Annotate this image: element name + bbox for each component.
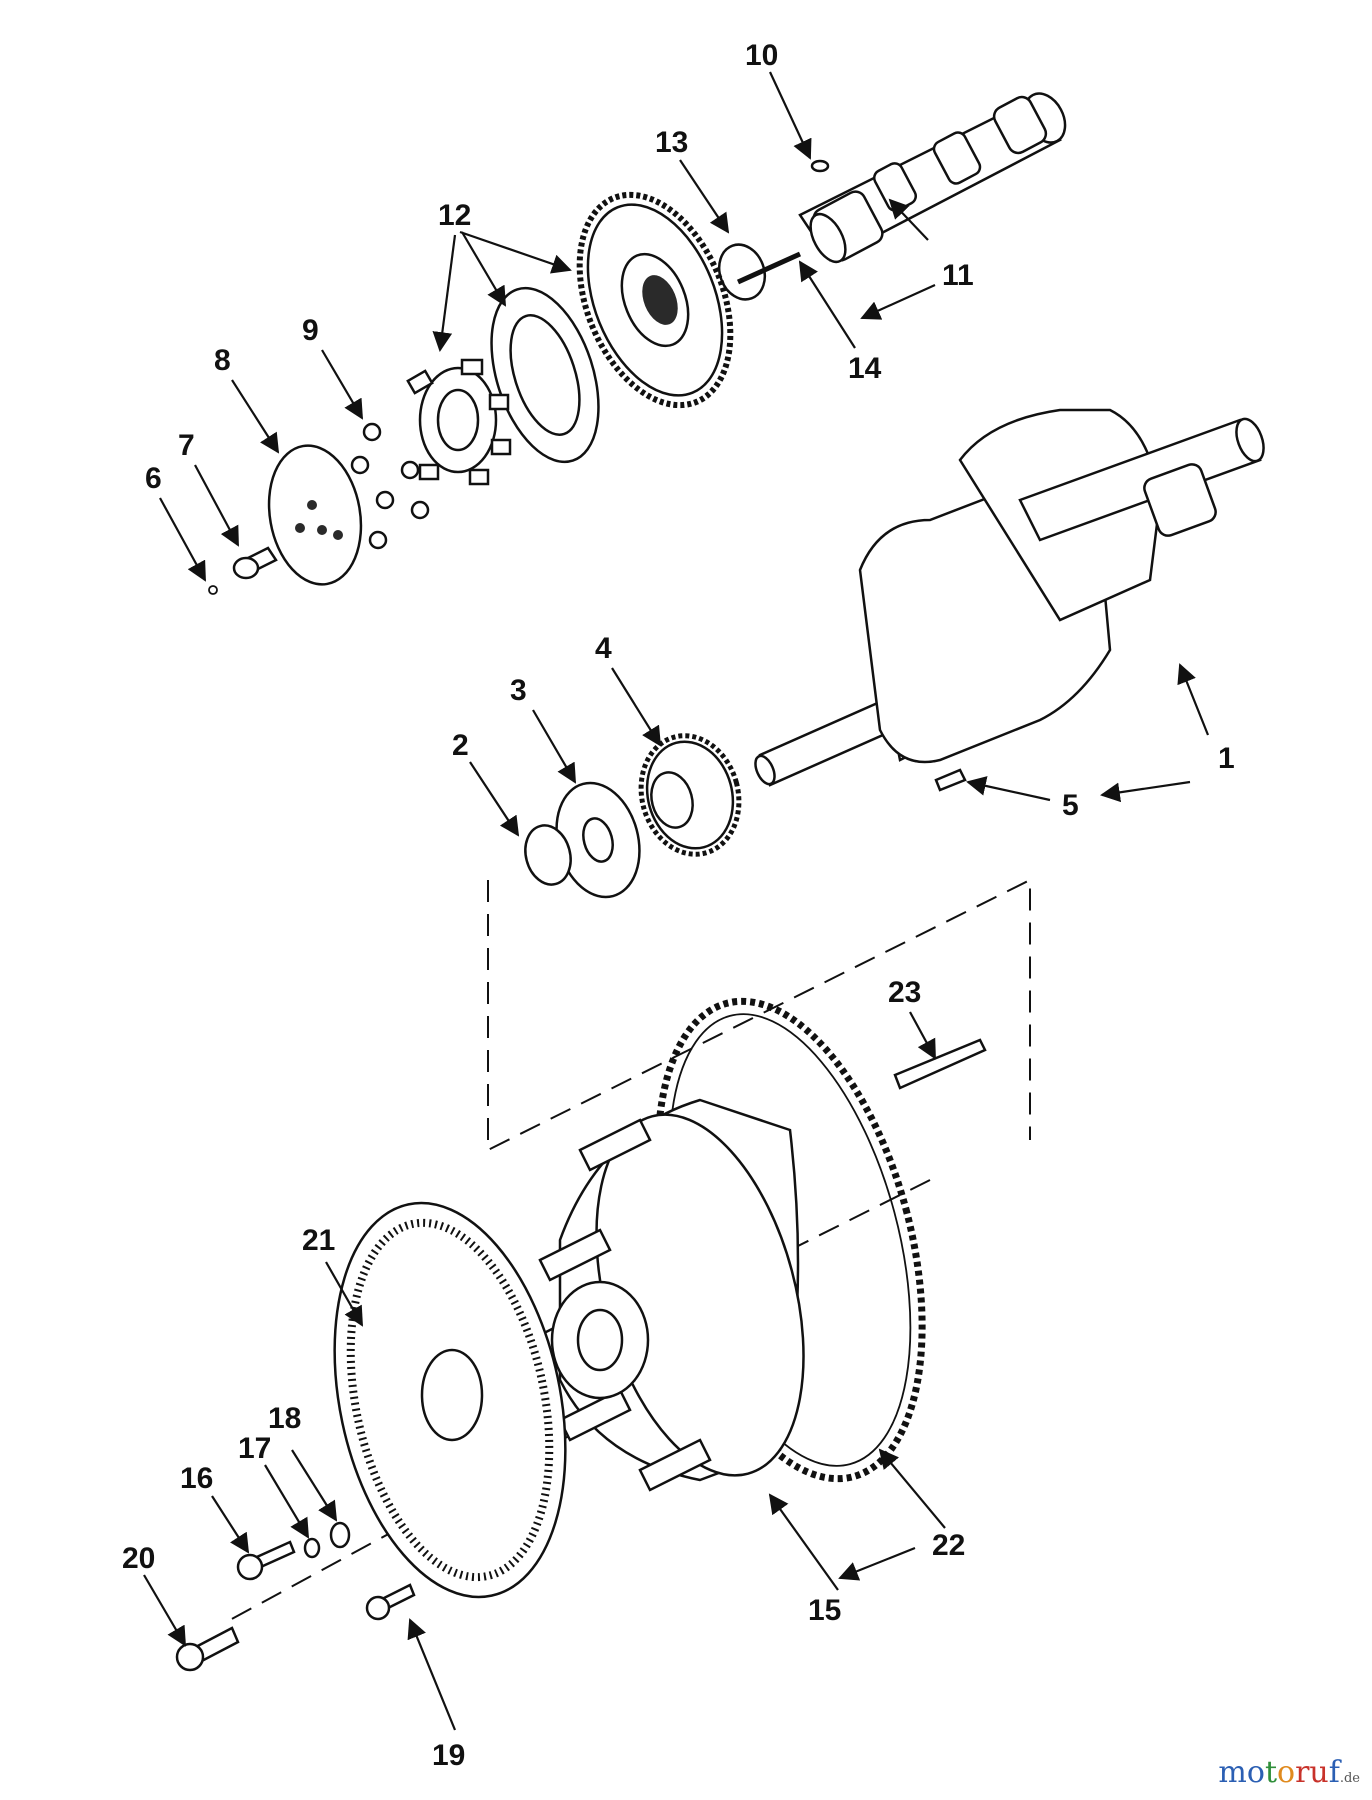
callout-17: 17 bbox=[238, 1432, 271, 1465]
washer-18 bbox=[329, 1521, 351, 1549]
callout-22: 22 bbox=[932, 1529, 965, 1562]
callout-13: 13 bbox=[655, 126, 688, 159]
crank-gear bbox=[638, 733, 742, 857]
screw-16 bbox=[236, 1540, 296, 1581]
watermark-letter: t bbox=[1264, 1755, 1277, 1790]
callout-18: 18 bbox=[268, 1402, 301, 1435]
callout-4: 4 bbox=[595, 632, 612, 665]
watermark-letter: u bbox=[1309, 1755, 1329, 1790]
pin-14 bbox=[736, 251, 802, 285]
callout-3: 3 bbox=[510, 674, 527, 707]
watermark-suffix: .de bbox=[1339, 1771, 1360, 1786]
callout-14: 14 bbox=[848, 352, 882, 385]
watermark-text: motoruf bbox=[1218, 1755, 1339, 1790]
watermark-logo: motoruf.de bbox=[1218, 1755, 1360, 1790]
callout-6: 6 bbox=[145, 462, 162, 495]
callout-12: 12 bbox=[438, 199, 471, 232]
callout-11: 11 bbox=[942, 259, 974, 292]
callout-2: 2 bbox=[452, 729, 469, 762]
washer-17 bbox=[303, 1537, 321, 1559]
callout-5: 5 bbox=[1062, 789, 1079, 822]
callout-labels: 1 2 3 4 5 6 7 8 9 10 11 12 13 14 15 16 1… bbox=[122, 39, 1235, 1772]
crankshaft bbox=[754, 408, 1265, 787]
callout-23: 23 bbox=[888, 976, 921, 1009]
watermark-letter: r bbox=[1295, 1755, 1310, 1790]
governor-balls bbox=[350, 422, 430, 550]
key-5 bbox=[934, 768, 967, 792]
snap-ring-13 bbox=[717, 243, 767, 301]
watermark-letter: o bbox=[1246, 1755, 1265, 1790]
cam-gear bbox=[576, 191, 734, 409]
screw-19 bbox=[365, 1583, 416, 1621]
rotating-screen bbox=[333, 1201, 567, 1599]
clip-6 bbox=[208, 585, 218, 595]
flywheel-key-23 bbox=[893, 1038, 987, 1090]
governor-cup bbox=[267, 444, 363, 586]
screw-20 bbox=[175, 1626, 240, 1672]
pin-10 bbox=[810, 159, 830, 173]
callout-1: 1 bbox=[1218, 742, 1235, 775]
callout-16: 16 bbox=[180, 1462, 213, 1495]
thrust-washer bbox=[490, 286, 600, 464]
flywheel bbox=[528, 1098, 805, 1492]
callout-8: 8 bbox=[214, 344, 231, 377]
callout-20: 20 bbox=[122, 1542, 155, 1575]
callout-9: 9 bbox=[302, 314, 319, 347]
callout-15: 15 bbox=[808, 1594, 841, 1627]
callout-19: 19 bbox=[432, 1739, 465, 1772]
leader-arrows bbox=[143, 71, 1210, 1731]
watermark-letter: f bbox=[1328, 1755, 1340, 1790]
callout-21: 21 bbox=[302, 1224, 335, 1257]
callout-7: 7 bbox=[178, 429, 195, 462]
watermark-letter: m bbox=[1218, 1755, 1247, 1790]
flyweight-spider bbox=[406, 358, 512, 486]
assembly-path-bracket bbox=[487, 878, 1031, 1152]
callout-10: 10 bbox=[745, 39, 778, 72]
camshaft bbox=[798, 92, 1067, 264]
watermark-letter: o bbox=[1277, 1755, 1296, 1790]
retaining-ring-2 bbox=[524, 824, 572, 886]
screw-7 bbox=[232, 546, 278, 580]
